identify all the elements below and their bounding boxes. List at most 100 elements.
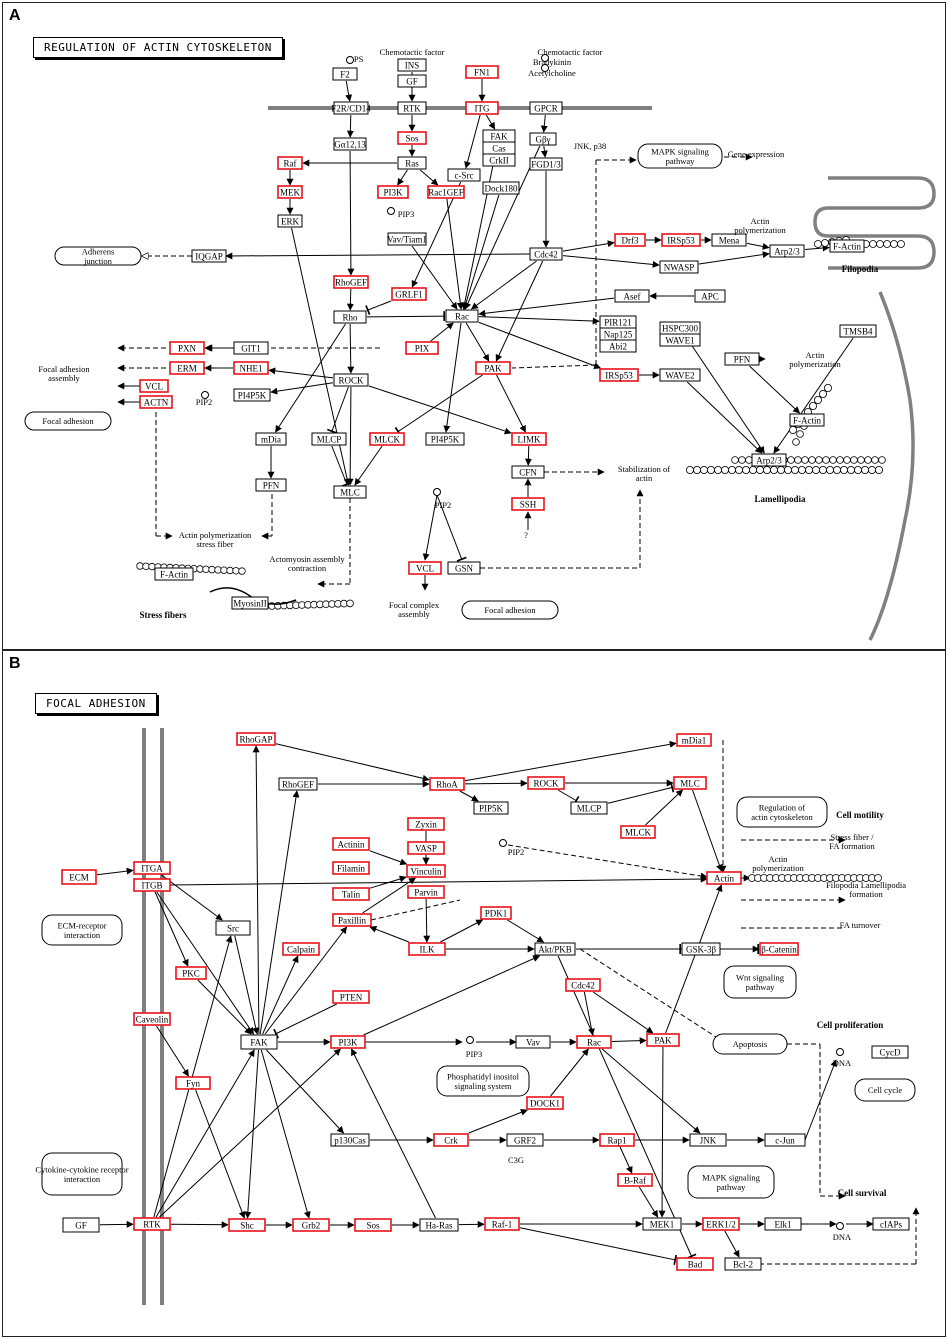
gene-node-crkii[interactable]: CrkII xyxy=(482,153,516,167)
gene-node-gsk-3[interactable]: GSK-3β xyxy=(681,942,721,956)
gene-node-c-jun[interactable]: c-Jun xyxy=(764,1133,806,1147)
gene-node-rtk[interactable]: RTK xyxy=(397,101,427,115)
gene-node-jnk[interactable]: JNK xyxy=(689,1133,727,1147)
gene-node-ha-ras[interactable]: Ha-Ras xyxy=(419,1218,459,1232)
gene-node-pi3k[interactable]: PI3K xyxy=(377,185,409,199)
gene-node-sos[interactable]: Sos xyxy=(354,1218,392,1232)
gene-node-pir121[interactable]: PIR121 xyxy=(599,315,637,329)
pathway-link-focal-adhesion[interactable]: Focal adhesion xyxy=(461,600,559,620)
gene-node-arp2-3[interactable]: Arp2/3 xyxy=(751,453,787,467)
gene-node-dock1[interactable]: DOCK1 xyxy=(526,1096,564,1110)
gene-node-f2[interactable]: F2 xyxy=(332,67,358,81)
gene-node-pak[interactable]: PAK xyxy=(475,361,511,375)
gene-node-ssh[interactable]: SSH xyxy=(511,497,545,511)
gene-node-gf[interactable]: GF xyxy=(397,74,427,88)
gene-node-rhogap[interactable]: RhoGAP xyxy=(236,732,276,746)
gene-node-wave2[interactable]: WAVE2 xyxy=(659,368,701,382)
gene-node-mlc[interactable]: MLC xyxy=(673,776,707,790)
gene-node-g-12-13[interactable]: Gα12,13 xyxy=(333,137,367,151)
gene-node-p130cas[interactable]: p130Cas xyxy=(330,1133,370,1147)
gene-node-irsp53[interactable]: IRSp53 xyxy=(599,368,639,382)
gene-node-mdia1[interactable]: mDia1 xyxy=(676,733,712,747)
gene-node-cfn[interactable]: CFN xyxy=(511,465,545,479)
gene-node-rock[interactable]: ROCK xyxy=(333,373,369,387)
gene-node-asef[interactable]: Asef xyxy=(614,289,650,303)
gene-node-pfn[interactable]: PFN xyxy=(724,352,760,366)
gene-node-f-actin[interactable]: F-Actin xyxy=(789,413,825,427)
gene-node-erk1-2[interactable]: ERK1/2 xyxy=(702,1217,740,1231)
gene-node-nhe1[interactable]: NHE1 xyxy=(233,361,269,375)
gene-node-myosinii[interactable]: MyosinII xyxy=(231,596,269,610)
gene-node-fak[interactable]: FAK xyxy=(482,129,516,143)
gene-node-rac1gef[interactable]: Rac1GEF xyxy=(427,185,465,199)
gene-node-calpain[interactable]: Calpain xyxy=(282,942,320,956)
gene-node-erk[interactable]: ERK xyxy=(277,214,303,228)
gene-node-vav-tiam1[interactable]: Vav/Tiam1 xyxy=(387,232,427,246)
gene-node-pdk1[interactable]: PDK1 xyxy=(480,906,512,920)
gene-node-gf[interactable]: GF xyxy=(62,1217,100,1233)
gene-node-pi4p5k[interactable]: PI4P5K xyxy=(233,388,271,402)
gene-node-f-actin[interactable]: F-Actin xyxy=(154,567,194,581)
gene-node-pten[interactable]: PTEN xyxy=(332,990,370,1004)
gene-node-rac[interactable]: Rac xyxy=(445,309,479,323)
gene-node-mena[interactable]: Mena xyxy=(711,233,747,247)
gene-node-mek1[interactable]: MEK1 xyxy=(642,1217,682,1231)
gene-node-arp2-3[interactable]: Arp2/3 xyxy=(769,244,805,258)
gene-node-fgd1-3[interactable]: FGD1/3 xyxy=(529,157,563,171)
gene-node-itga[interactable]: ITGA xyxy=(133,861,171,875)
gene-node-f2r-cd14[interactable]: F2R/CD14 xyxy=(331,101,371,115)
gene-node-pxn[interactable]: PXN xyxy=(169,341,205,355)
pathway-link-apoptosis[interactable]: Apoptosis xyxy=(712,1033,788,1055)
gene-node-akt-pkb[interactable]: Akt/PKB xyxy=(534,942,576,956)
gene-node-cas[interactable]: Cas xyxy=(482,141,516,155)
gene-node-mlcp[interactable]: MLCP xyxy=(570,801,608,815)
gene-node-hspc300[interactable]: HSPC300 xyxy=(659,321,701,335)
gene-node-tmsb4[interactable]: TMSB4 xyxy=(839,324,877,338)
gene-node-drf3[interactable]: Drf3 xyxy=(614,233,646,247)
gene-node-f-actin[interactable]: F-Actin xyxy=(829,239,865,253)
pathway-link-focal-adhesion[interactable]: Focal adhesion xyxy=(24,411,112,431)
gene-node-fyn[interactable]: Fyn xyxy=(175,1076,211,1090)
gene-node-cdc42[interactable]: Cdc42 xyxy=(565,978,601,992)
gene-node-itgb[interactable]: ITGB xyxy=(133,878,171,892)
gene-node-cycd[interactable]: CycD xyxy=(871,1045,909,1059)
gene-node-elk1[interactable]: Elk1 xyxy=(764,1217,802,1231)
gene-node-vav[interactable]: Vav xyxy=(515,1035,551,1049)
gene-node-erm[interactable]: ERM xyxy=(169,361,205,375)
gene-node-rhogef[interactable]: RhoGEF xyxy=(333,275,369,289)
gene-node-rap1[interactable]: Rap1 xyxy=(599,1133,635,1147)
gene-node-filamin[interactable]: Filamin xyxy=(332,861,370,875)
gene-node-pfn[interactable]: PFN xyxy=(255,478,287,492)
gene-node-raf[interactable]: Raf xyxy=(277,156,303,170)
gene-node-bad[interactable]: Bad xyxy=(676,1257,714,1271)
gene-node-actin[interactable]: Actin xyxy=(706,871,742,885)
gene-node-git1[interactable]: GIT1 xyxy=(233,341,269,355)
gene-node-irsp53[interactable]: IRSp53 xyxy=(661,233,701,247)
gene-node-rho[interactable]: Rho xyxy=(333,310,367,324)
gene-node-bcl-2[interactable]: Bcl-2 xyxy=(724,1257,762,1271)
gene-node-catenin[interactable]: β-Catenin xyxy=(759,942,799,956)
gene-node-nap125[interactable]: Nap125 xyxy=(599,327,637,341)
gene-node-fn1[interactable]: FN1 xyxy=(465,65,499,79)
gene-node-vinculin[interactable]: Vinculin xyxy=(406,864,446,878)
gene-node-ilk[interactable]: ILK xyxy=(408,942,446,956)
gene-node-rtk[interactable]: RTK xyxy=(133,1217,171,1231)
gene-node-gsn[interactable]: GSN xyxy=(447,561,481,575)
gene-node-cdc42[interactable]: Cdc42 xyxy=(529,247,563,261)
gene-node-raf-1[interactable]: Raf-1 xyxy=(484,1217,520,1231)
gene-node-mek[interactable]: MEK xyxy=(277,185,303,199)
gene-node-limk[interactable]: LIMK xyxy=(511,432,547,446)
gene-node-ins[interactable]: INS xyxy=(397,58,427,72)
gene-node-shc[interactable]: Shc xyxy=(228,1218,266,1232)
gene-node-ras[interactable]: Ras xyxy=(397,156,427,170)
gene-node-vasp[interactable]: VASP xyxy=(407,841,445,855)
gene-node-parvin[interactable]: Parvin xyxy=(407,885,445,899)
gene-node-nwasp[interactable]: NWASP xyxy=(659,260,699,274)
